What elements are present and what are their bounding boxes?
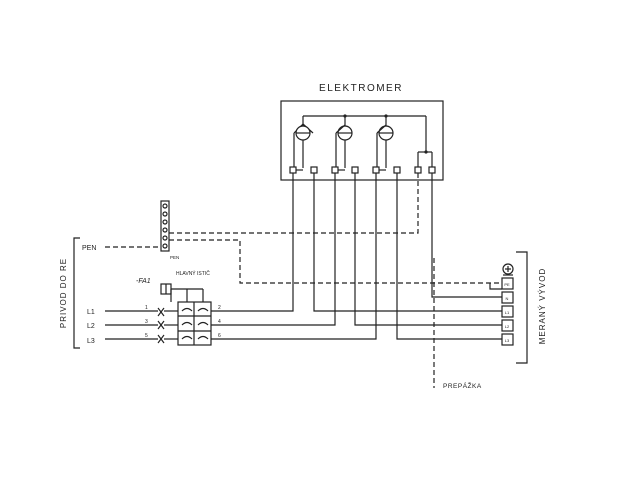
output-terminal-l2: L2 [505, 324, 510, 329]
partition-label: PREPÁŽKA [443, 381, 482, 390]
pen-busbar [160, 200, 170, 252]
meter-element-2 [331, 116, 359, 174]
output-terminal-n: N [506, 296, 509, 301]
output-bracket [516, 251, 528, 364]
output-terminal-l1: L1 [505, 310, 510, 315]
pen-to-meter-wire [169, 173, 419, 234]
breaker-name: HLAVNÝ ISTIČ [176, 270, 210, 277]
supply-label: PRIVOD DO RE [59, 258, 68, 328]
metered-output-label: MERANÝ VÝVOD [538, 268, 547, 344]
l1-to-meter-wire [211, 173, 294, 312]
pe-to-output-wire [169, 239, 503, 284]
l2-to-meter-wire [211, 173, 336, 326]
l2-metered-wire [354, 173, 503, 326]
pen-busbar-label: PEN [170, 255, 179, 260]
breaker-terminal-6: 6 [218, 333, 221, 339]
breaker-symbol [157, 283, 212, 346]
l3-to-meter-wire [211, 173, 377, 340]
meter-element-1 [289, 123, 318, 174]
breaker-terminal-3: 3 [145, 319, 148, 325]
output-terminal-l3: L3 [505, 338, 510, 343]
breaker-terminal-4: 4 [218, 319, 221, 325]
breaker-terminal-2: 2 [218, 305, 221, 311]
breaker-terminal-1: 1 [145, 305, 148, 311]
conductor-label-l2: L2 [87, 323, 95, 330]
meter-neutral-link [302, 114, 436, 174]
conductor-label-l1: L1 [87, 309, 95, 316]
breaker-designation: -FA1 [136, 278, 151, 285]
meter-box [280, 100, 444, 181]
breaker-terminal-5: 5 [145, 333, 148, 339]
meter-title: ELEKTROMER [319, 83, 403, 94]
l1-metered-wire [313, 173, 503, 312]
l3-metered-wire [396, 173, 503, 340]
output-terminal-pe: PE [504, 282, 510, 287]
n-metered-wire [431, 173, 503, 298]
meter-element-3 [372, 116, 401, 174]
conductor-label-pen: PEN [82, 245, 96, 252]
supply-bracket [73, 237, 80, 349]
conductor-label-l3: L3 [87, 338, 95, 345]
output-terminal-block [489, 263, 514, 346]
